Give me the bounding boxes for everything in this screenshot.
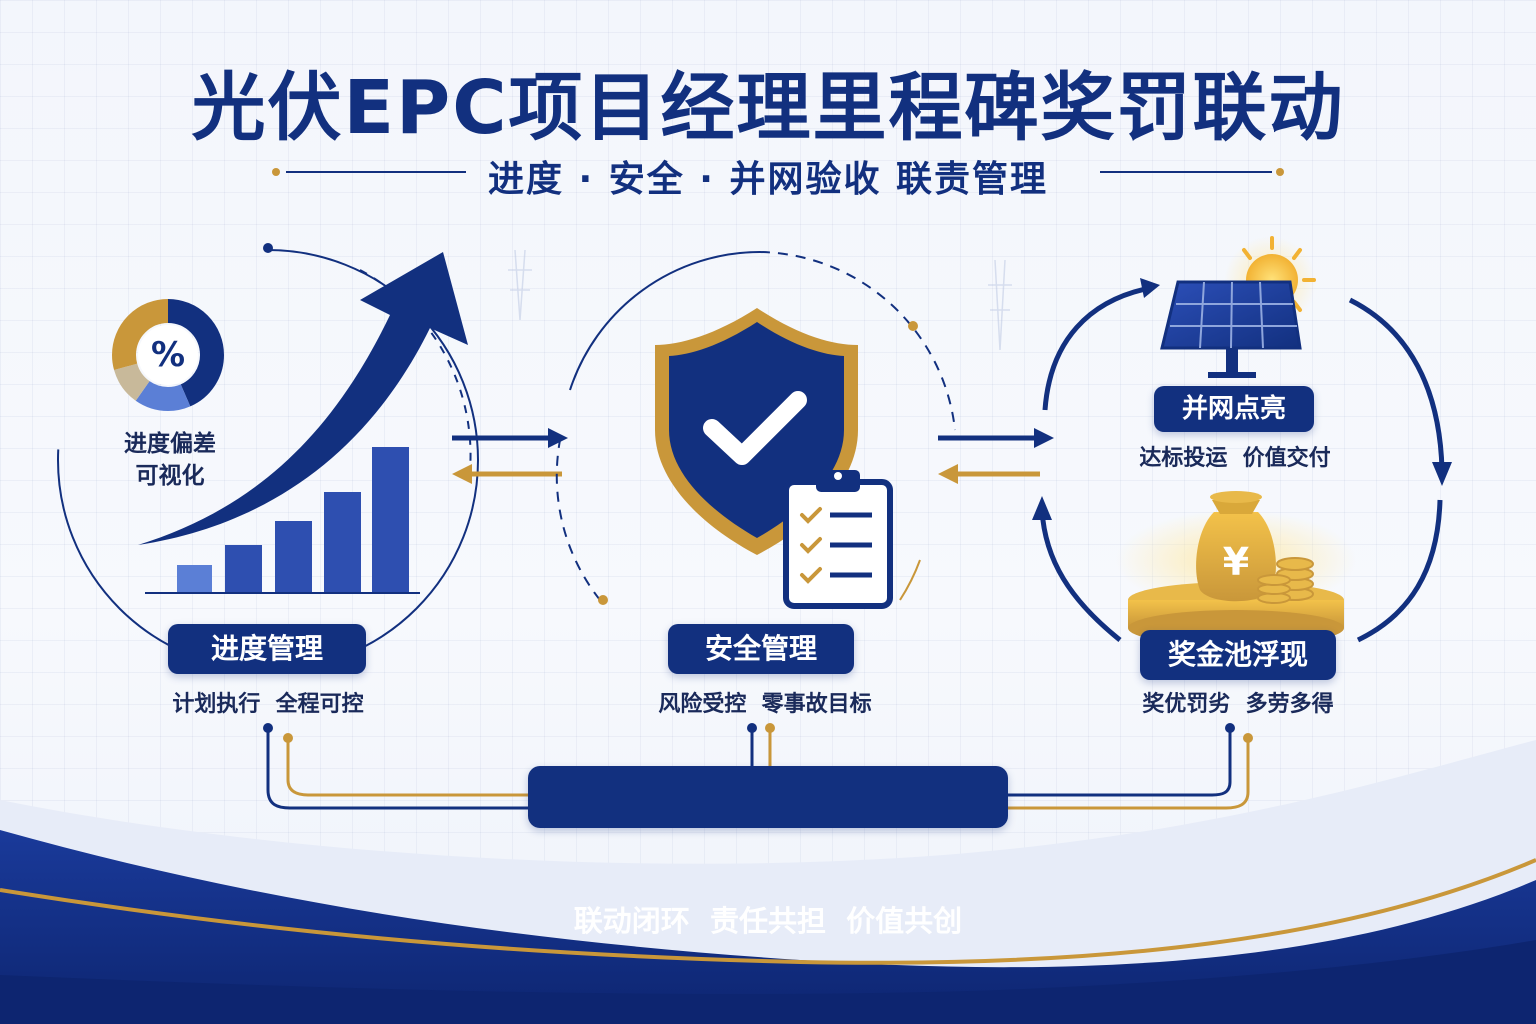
progress-management-text: 进度管理 [210, 632, 323, 665]
flow-arrow-grid-to-safety [938, 464, 1040, 484]
safety-caption: 风险受控 零事故目标 [658, 692, 872, 717]
flow-arrow-progress-to-safety [452, 428, 568, 448]
bonus-pool-text: 奖金池浮现 [1167, 638, 1308, 671]
flow-arrow-safety-to-grid [938, 428, 1054, 448]
page-title: 光伏EPC项目经理里程碑奖罚联动 [191, 65, 1345, 151]
grid-connection-caption: 达标投运 价值交付 [1139, 446, 1331, 471]
bonus-caption: 奖优罚劣 多劳多得 [1142, 692, 1334, 717]
safety-circle [555, 251, 956, 605]
bonus-pool-label: 奖金池浮现 [1140, 630, 1336, 680]
safety-management-text: 安全管理 [704, 632, 817, 665]
page-subtitle: 进度 · 安全 · 并网验收 联责管理 [487, 159, 1049, 200]
progress-bar-chart-icon [145, 447, 420, 594]
solar-panel-icon [1160, 280, 1302, 378]
currency-symbol: ¥ [1222, 540, 1250, 584]
subtitle-decoration-left [272, 168, 466, 176]
checklist-clipboard-icon [783, 470, 893, 609]
flow-arrow-safety-to-progress [452, 464, 562, 484]
donut-caption-line2: 可视化 [135, 463, 205, 489]
link-dots [263, 723, 1253, 743]
donut-caption-line1: 进度偏差 [124, 431, 216, 457]
progress-deviation-donut-icon [112, 299, 224, 411]
closed-loop-banner: 联动闭环 责任共担 价值共创 [528, 766, 1008, 938]
progress-caption: 计划执行 全程可控 [172, 692, 364, 717]
donut-percent-symbol: % [150, 335, 186, 375]
progress-management-label: 进度管理 [168, 624, 366, 674]
upward-trend-arrow-icon [138, 252, 468, 545]
grid-connection-text: 并网点亮 [1181, 394, 1286, 424]
grid-cycle-ring [1032, 278, 1452, 643]
subtitle-decoration-right [1100, 168, 1284, 176]
grid-connection-label: 并网点亮 [1154, 386, 1314, 432]
background-pylons [508, 249, 1012, 351]
closed-loop-text: 联动闭环 责任共担 价值共创 [573, 904, 963, 938]
donut-caption: 进度偏差 可视化 [100, 428, 240, 492]
safety-management-label: 安全管理 [668, 624, 854, 674]
bottom-wave-decoration [0, 740, 1536, 1024]
bottom-link-lines [266, 728, 1250, 810]
